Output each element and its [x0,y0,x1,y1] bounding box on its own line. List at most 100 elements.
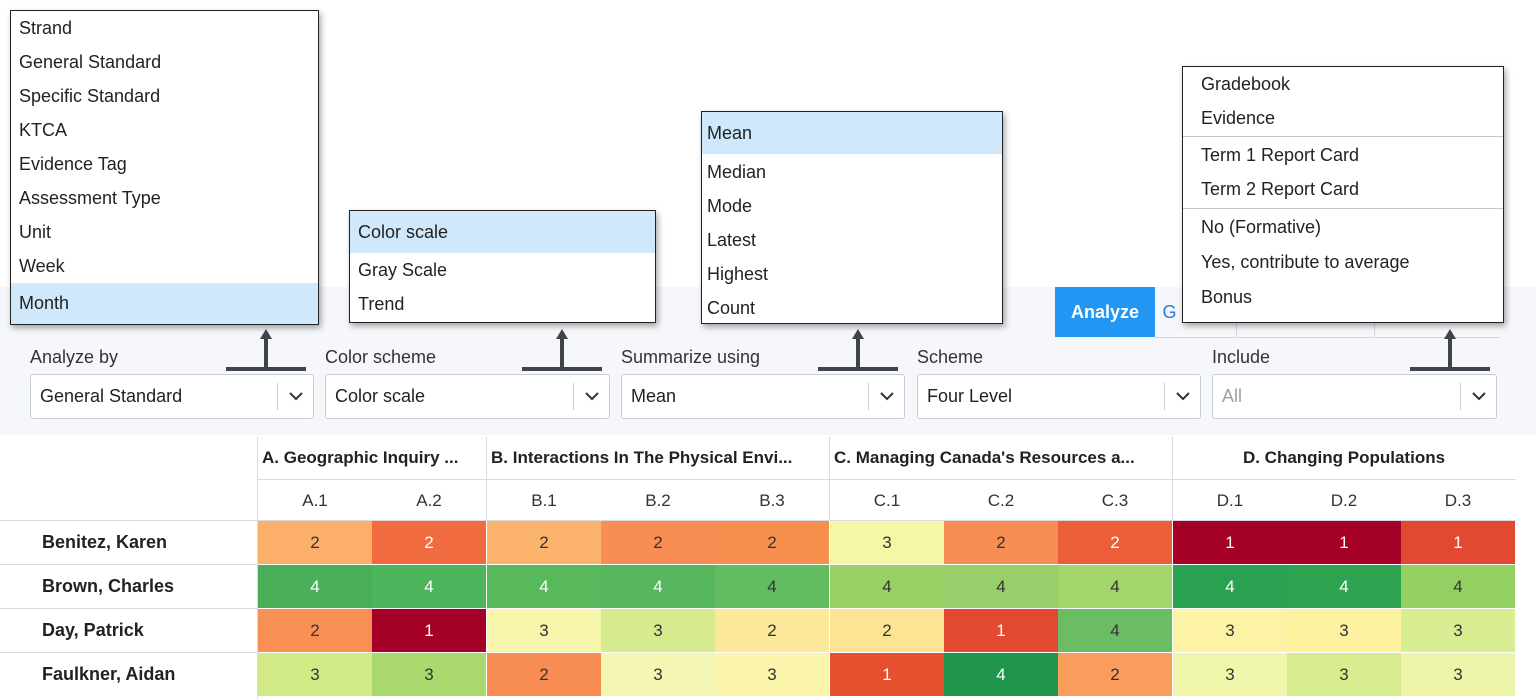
chevron-down-icon[interactable] [1461,375,1496,418]
score-cell[interactable]: 2 [258,521,372,564]
menu-item[interactable]: General Standard [19,51,162,72]
summarize-using-label: Summarize using [621,347,761,367]
menu-item[interactable]: Week [19,255,65,276]
tab-analyze[interactable]: Analyze [1055,287,1155,337]
score-cell[interactable]: 2 [830,609,944,652]
scheme-select[interactable]: Four Level [917,374,1201,419]
score-cell[interactable]: 1 [1287,521,1401,564]
score-cell[interactable]: 2 [1058,653,1172,696]
column-header[interactable]: C.1 [873,491,901,510]
menu-item[interactable]: Unit [19,221,52,242]
score-cell[interactable]: 3 [715,653,829,696]
score-cell[interactable]: 4 [1058,609,1172,652]
student-name[interactable]: Day, Patrick [42,620,144,640]
score-cell[interactable]: 3 [1401,653,1515,696]
score-cell[interactable]: 2 [1058,521,1172,564]
score-cell[interactable]: 3 [258,653,372,696]
student-name[interactable]: Brown, Charles [42,576,175,596]
score-cell[interactable]: 4 [258,565,372,608]
score-cell[interactable]: 4 [1173,565,1287,608]
score-cell[interactable]: 3 [1401,609,1515,652]
score-cell[interactable]: 4 [601,565,715,608]
menu-item[interactable]: Trend [358,293,405,314]
menu-item[interactable]: Gray Scale [358,259,448,280]
menu-item[interactable]: No (Formative) [1201,216,1322,237]
column-header[interactable]: D.1 [1216,491,1244,510]
chevron-down-icon[interactable] [278,375,313,418]
column-header[interactable]: B.2 [645,491,671,510]
score-cell[interactable]: 2 [944,521,1058,564]
score-cell[interactable]: 1 [1401,521,1515,564]
menu-item[interactable]: Term 1 Report Card [1201,144,1360,165]
color-scheme-select[interactable]: Color scale [325,374,610,419]
score-cell[interactable]: 1 [372,609,486,652]
score-cell[interactable]: 3 [830,521,944,564]
menu-item-selected[interactable]: Color scale [350,211,655,253]
score-cell[interactable]: 3 [1173,653,1287,696]
score-cell[interactable]: 3 [601,609,715,652]
score-cell[interactable]: 1 [944,609,1058,652]
score-cell[interactable]: 4 [372,565,486,608]
score-cell[interactable]: 4 [944,653,1058,696]
menu-item-selected[interactable]: Month [11,283,318,324]
menu-item[interactable]: Count [707,297,756,318]
score-cell[interactable]: 3 [372,653,486,696]
column-header[interactable]: A.1 [302,491,328,510]
menu-item[interactable]: Yes, contribute to average [1201,251,1410,272]
tab-underline [1155,337,1500,338]
menu-item[interactable]: Specific Standard [19,85,161,106]
score-cell[interactable]: 2 [715,521,829,564]
menu-item[interactable]: Median [707,161,767,182]
column-header[interactable]: D.2 [1330,491,1358,510]
score-cell[interactable]: 4 [830,565,944,608]
score-cell[interactable]: 3 [487,609,601,652]
menu-item[interactable]: Latest [707,229,757,250]
menu-item[interactable]: Mode [707,195,753,216]
score-cell[interactable]: 2 [487,521,601,564]
score-cell[interactable]: 4 [1401,565,1515,608]
score-cell[interactable]: 4 [944,565,1058,608]
score-cell[interactable]: 4 [1058,565,1172,608]
score-cell[interactable]: 3 [1287,653,1401,696]
menu-item[interactable]: Term 2 Report Card [1201,178,1360,199]
score-cell[interactable]: 4 [1287,565,1401,608]
score-cell[interactable]: 4 [715,565,829,608]
menu-item[interactable]: KTCA [19,119,68,140]
menu-item[interactable]: Strand [19,17,73,38]
score-cell[interactable]: 2 [601,521,715,564]
score-cell[interactable]: 2 [487,653,601,696]
student-name[interactable]: Benitez, Karen [42,532,168,552]
chevron-down-icon[interactable] [574,375,609,418]
score-cell[interactable]: 3 [1173,609,1287,652]
score-cell[interactable]: 1 [1173,521,1287,564]
score-cell[interactable]: 1 [830,653,944,696]
column-header[interactable]: D.3 [1444,491,1472,510]
analyze-by-select[interactable]: General Standard [30,374,314,419]
chevron-down-icon[interactable] [1165,375,1200,418]
column-header[interactable]: C.2 [987,491,1015,510]
menu-item[interactable]: Evidence [1201,107,1276,128]
column-header[interactable]: B.3 [759,491,785,510]
menu-item[interactable]: Bonus [1201,286,1253,307]
chevron-down-icon[interactable] [869,375,904,418]
student-name[interactable]: Faulkner, Aidan [42,664,176,684]
score-cell[interactable]: 2 [715,609,829,652]
menu-item-selected[interactable]: Mean [702,112,1002,154]
column-header[interactable]: C.3 [1101,491,1129,510]
summarize-using-select[interactable]: Mean [621,374,905,419]
score-cell[interactable]: 3 [1287,609,1401,652]
score-cell[interactable]: 2 [258,609,372,652]
analyze-by-menu: Strand General Standard Specific Standar… [10,10,319,325]
include-label: Include [1212,347,1271,367]
column-header[interactable]: A.2 [416,491,442,510]
include-select[interactable]: All [1212,374,1497,419]
score-cell[interactable]: 2 [372,521,486,564]
column-header[interactable]: B.1 [531,491,557,510]
score-cell[interactable]: 3 [601,653,715,696]
score-cell[interactable]: 4 [487,565,601,608]
menu-item[interactable]: Gradebook [1201,73,1291,94]
menu-item[interactable]: Evidence Tag [19,153,127,174]
menu-item[interactable]: Highest [707,263,769,284]
tab-g[interactable]: G [1162,301,1177,322]
menu-item[interactable]: Assessment Type [19,187,161,208]
